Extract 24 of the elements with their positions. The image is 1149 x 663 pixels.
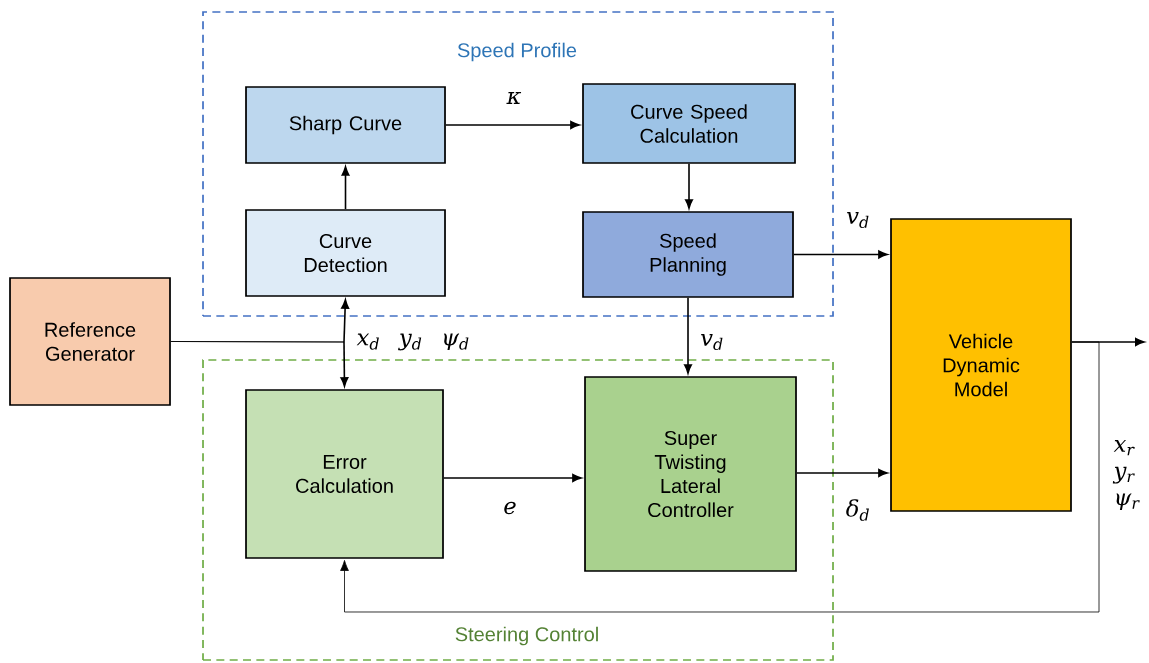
edge-label: e xyxy=(501,500,519,516)
process-box: Error Calculation xyxy=(245,389,444,559)
process-box: Curve Speed Calculation xyxy=(582,83,796,164)
connector-arrow xyxy=(445,120,580,130)
process-box: Sharp Curve xyxy=(245,86,446,164)
connector-arrow xyxy=(684,163,694,209)
connector-arrow xyxy=(683,297,693,374)
connector-arrow xyxy=(341,166,350,210)
connector-arrow xyxy=(340,341,1100,613)
process-box: Super Twisting Lateral Controller xyxy=(584,376,797,572)
process-box: Curve Detection xyxy=(245,209,446,297)
connector-arrow xyxy=(793,250,888,259)
edge-label: v$_{d}$ xyxy=(844,210,872,230)
edge-label: κ xyxy=(505,90,523,106)
connector-arrow xyxy=(796,468,888,478)
process-box: Reference Generator xyxy=(9,277,171,406)
edge-label: x$_{r}$ y$_{r}$ ψ$_{r}$ xyxy=(1112,438,1145,512)
edge-label: v$_{d}$ xyxy=(698,332,726,352)
process-box: Vehicle Dynamic Model xyxy=(890,218,1072,512)
connector-arrow xyxy=(170,299,350,387)
edge-label: δ$_{d}$ xyxy=(844,497,872,523)
process-box: Speed Planning xyxy=(582,211,794,298)
connector-arrow xyxy=(443,473,582,483)
edge-label: x$_{d}$ y$_{d}$ ψ$_{d}$ xyxy=(355,332,472,352)
